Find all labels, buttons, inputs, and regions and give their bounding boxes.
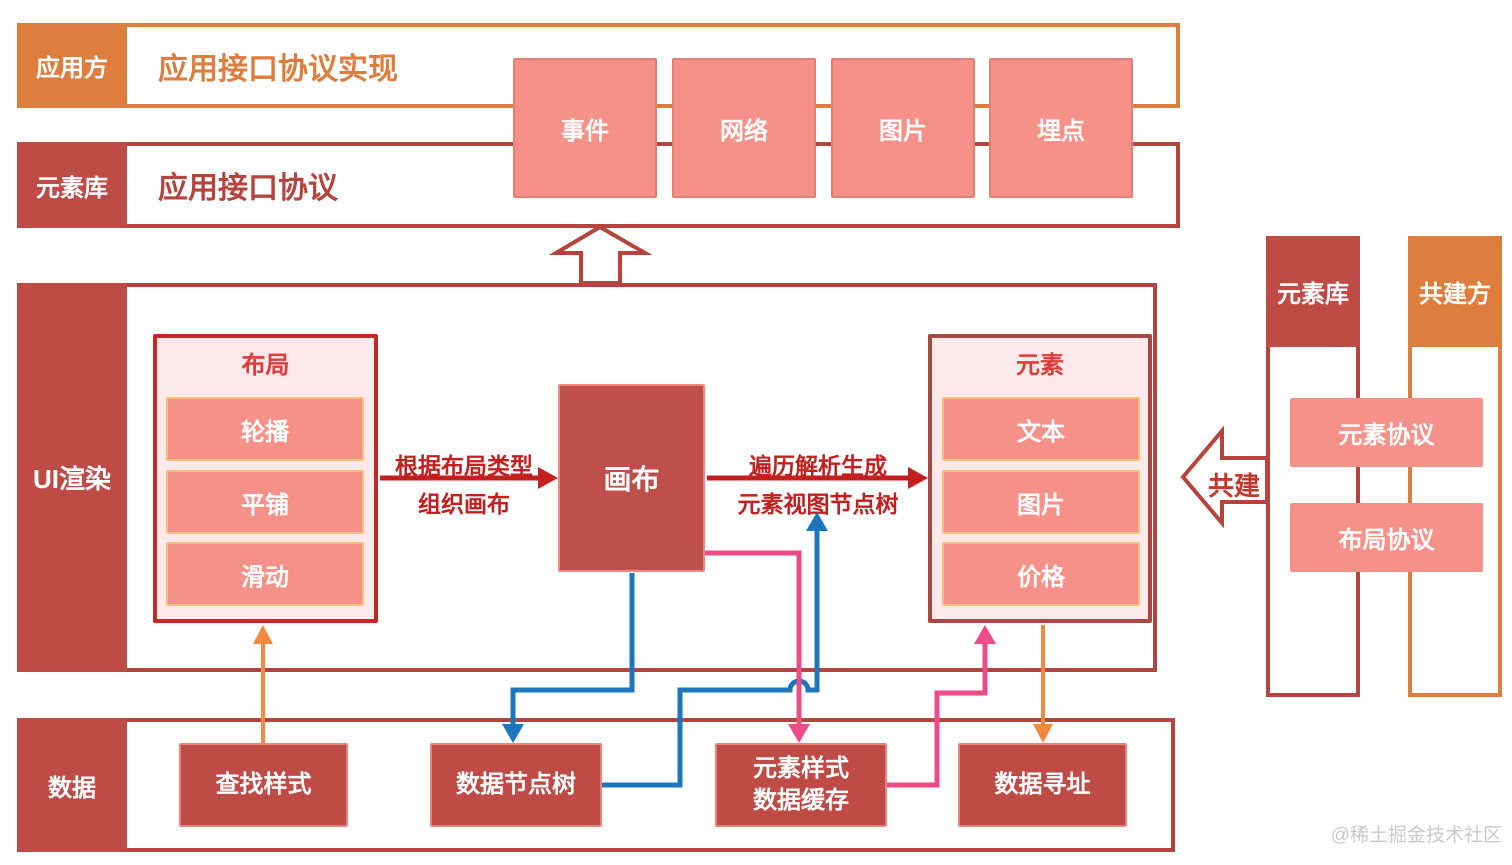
band-app-title: 应用接口协议实现 — [158, 52, 398, 86]
layout-item-tile: 平铺 — [166, 470, 364, 534]
layout-group-title: 布局 — [241, 351, 290, 379]
element-item-price: 价格 — [942, 542, 1140, 606]
box-event: 事件 — [513, 58, 657, 198]
band-element-lib-label: 元素库 — [17, 142, 127, 228]
box-element-style-cache-line1: 元素样式 — [753, 754, 849, 782]
hollow-up-arrow — [548, 224, 653, 285]
label-layout-to-canvas-line1: 根据布局类型 — [395, 453, 533, 479]
box-data-addressing: 数据寻址 — [958, 743, 1127, 827]
label-co-build: 共建 — [1208, 471, 1261, 501]
box-element-style-cache-line2: 数据缓存 — [753, 787, 849, 814]
right-column-co-builder-header: 共建方 — [1408, 236, 1502, 347]
layout-item-slide: 滑动 — [166, 542, 364, 606]
box-image: 图片 — [831, 58, 975, 198]
element-group-title: 元素 — [1016, 351, 1064, 379]
band-app-label: 应用方 — [17, 23, 127, 108]
box-data-node-tree: 数据节点树 — [430, 743, 602, 827]
label-layout-to-canvas-line2: 组织画布 — [418, 491, 510, 517]
box-layout-protocol: 布局协议 — [1290, 503, 1483, 572]
canvas-box: 画布 — [558, 384, 705, 572]
label-canvas-to-element-line2: 元素视图节点树 — [737, 491, 899, 517]
layout-item-carousel: 轮播 — [166, 397, 364, 461]
band-data-label: 数据 — [17, 718, 127, 852]
box-element-protocol: 元素协议 — [1290, 398, 1483, 467]
element-item-image: 图片 — [942, 470, 1140, 534]
label-canvas-to-element-line1: 遍历解析生成 — [749, 453, 887, 479]
band-element-lib-title: 应用接口协议 — [158, 172, 338, 205]
watermark: @稀土掘金技术社区 — [1330, 825, 1502, 846]
right-column-element-lib-header: 元素库 — [1266, 236, 1360, 347]
element-item-text: 文本 — [942, 397, 1140, 461]
box-find-style: 查找样式 — [179, 743, 348, 827]
box-element-style-cache: 元素样式 数据缓存 — [715, 743, 887, 827]
box-network: 网络 — [672, 58, 816, 198]
box-tracking: 埋点 — [989, 58, 1133, 198]
band-ui-render-label: UI渲染 — [17, 283, 127, 672]
